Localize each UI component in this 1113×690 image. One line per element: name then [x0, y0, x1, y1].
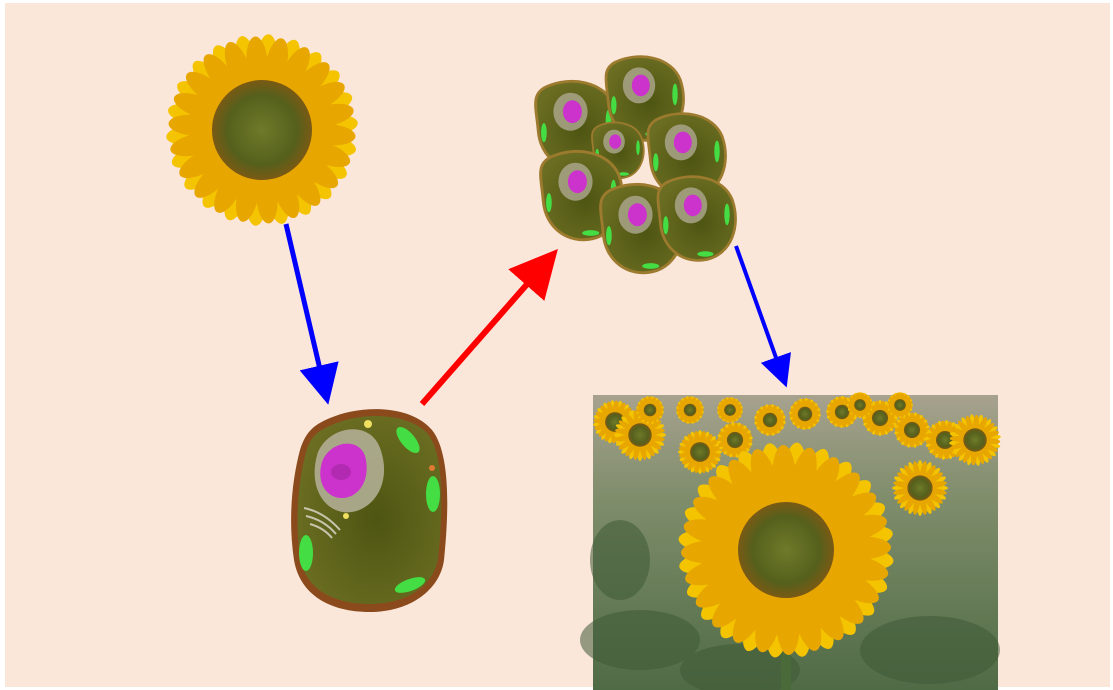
single-cell-icon: [291, 409, 447, 612]
cell-cluster-icon: [536, 57, 736, 273]
sunflower-field-photo: [580, 392, 1001, 690]
arrow-cell-to-cluster: [422, 258, 550, 404]
sunflower-icon: [165, 33, 358, 226]
arrow-flower-to-cell: [286, 224, 326, 395]
arrow-cluster-to-field: [736, 246, 784, 380]
